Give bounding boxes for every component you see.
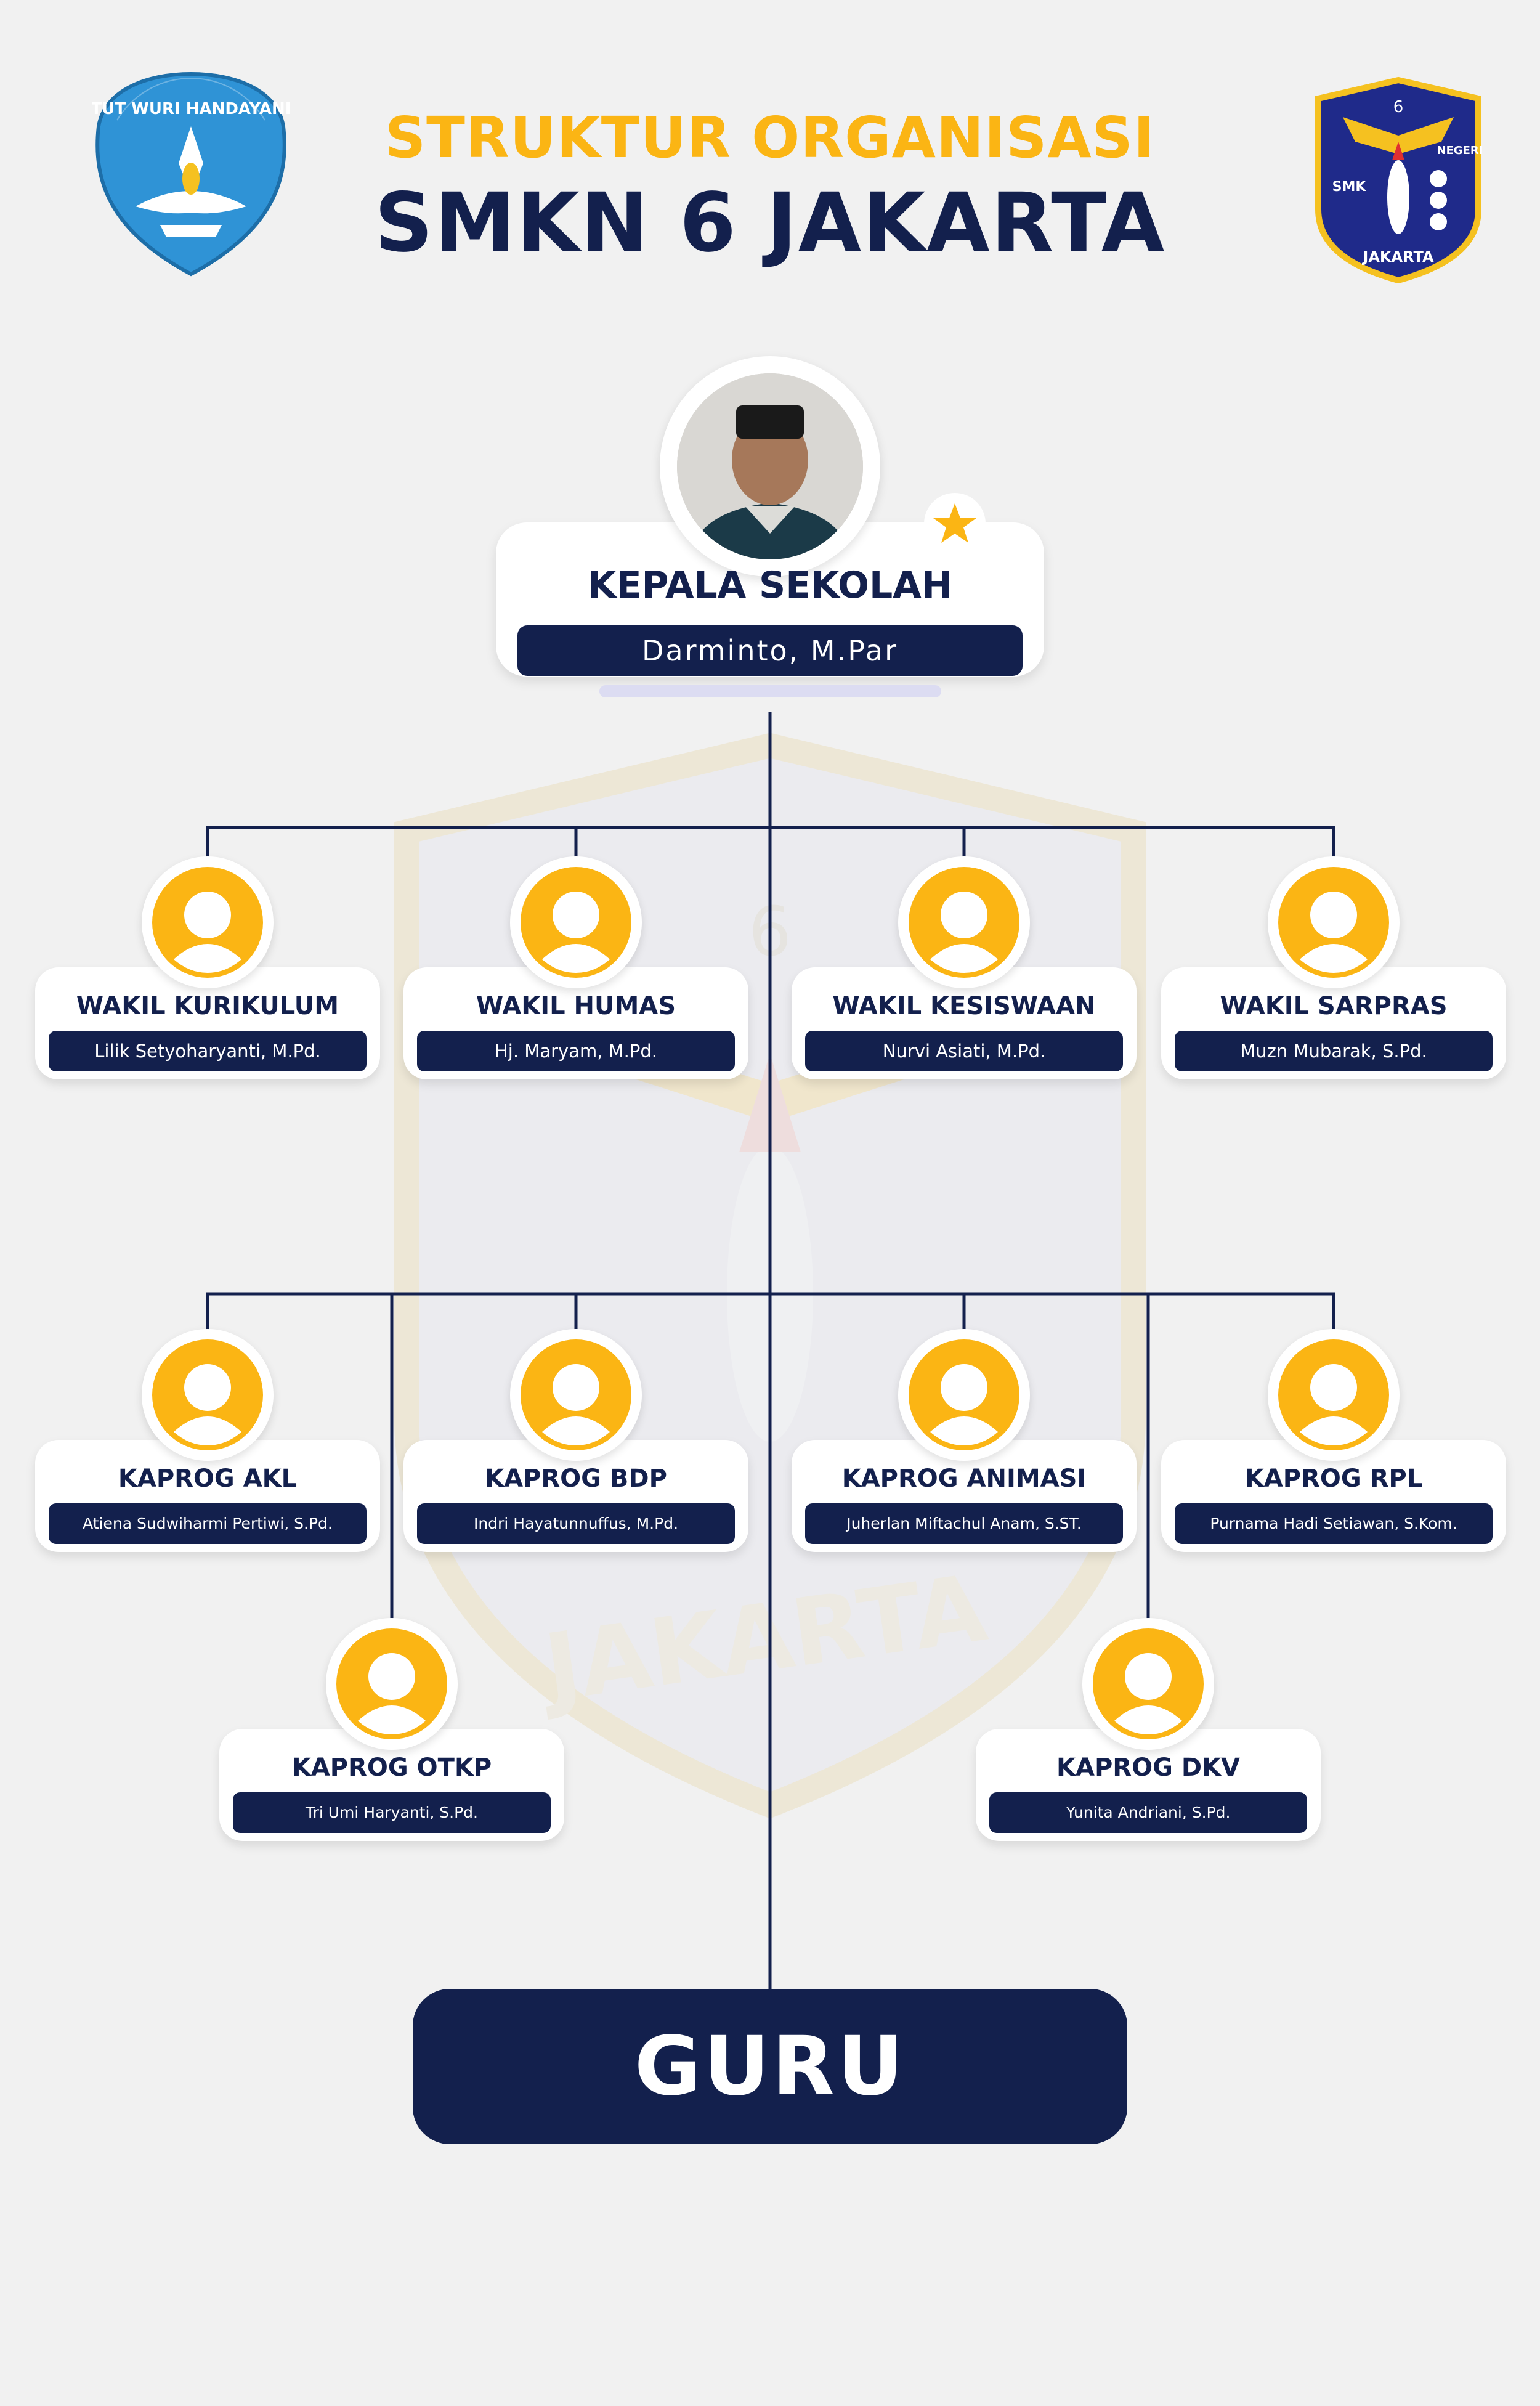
- node-wakil-kesiswaan: WAKIL KESISWAAN Nurvi Asiati, M.Pd.: [792, 856, 1137, 1097]
- node-wakil-kurikulum: WAKIL KURIKULUM Lilik Setyoharyanti, M.P…: [35, 856, 380, 1097]
- node-name: Lilik Setyoharyanti, M.Pd.: [49, 1031, 367, 1071]
- node-name: Atiena Sudwiharmi Pertiwi, S.Pd.: [49, 1503, 367, 1544]
- person-avatar-icon: [510, 856, 642, 988]
- node-wakil-humas: WAKIL HUMAS Hj. Maryam, M.Pd.: [403, 856, 748, 1097]
- node-role: WAKIL SARPRAS: [1220, 992, 1448, 1020]
- node-role: KAPROG OTKP: [291, 1754, 492, 1782]
- logo-caption: TUT WURI HANDAYANI: [92, 100, 290, 118]
- node-name: Indri Hayatunnuffus, M.Pd.: [417, 1503, 735, 1544]
- node-role: KAPROG ANIMASI: [841, 1465, 1087, 1493]
- node-kaprog-bdp: KAPROG BDP Indri Hayatunnuffus, M.Pd.: [403, 1329, 748, 1569]
- person-avatar-icon: [898, 856, 1030, 988]
- node-kaprog-otkp: KAPROG OTKP Tri Umi Haryanti, S.Pd.: [219, 1618, 564, 1858]
- node-name: Purnama Hadi Setiawan, S.Kom.: [1175, 1503, 1493, 1544]
- logo-jakarta-text: JAKARTA: [1361, 248, 1434, 266]
- principal-role: KEPALA SEKOLAH: [588, 564, 952, 607]
- logo-number: 6: [1393, 98, 1404, 116]
- star-icon: [924, 493, 986, 555]
- person-avatar-icon: [1268, 1329, 1400, 1461]
- tut-wuri-handayani-logo: TUT WURI HANDAYANI: [92, 71, 290, 277]
- person-avatar-icon: [1082, 1618, 1214, 1750]
- node-name: Nurvi Asiati, M.Pd.: [805, 1031, 1123, 1071]
- chart-subtitle: STRUKTUR ORGANISASI: [384, 105, 1156, 171]
- logo-negeri-text: NEGERI: [1437, 144, 1483, 157]
- node-wakil-sarpras: WAKIL SARPRAS Muzn Mubarak, S.Pd.: [1161, 856, 1506, 1097]
- node-role: KAPROG AKL: [118, 1465, 298, 1493]
- person-avatar-icon: [1268, 856, 1400, 988]
- node-role: KAPROG RPL: [1244, 1465, 1423, 1493]
- node-role: WAKIL KURIKULUM: [76, 992, 339, 1020]
- node-role: WAKIL KESISWAAN: [832, 992, 1096, 1020]
- guru-node: GURU: [413, 1989, 1127, 2144]
- person-avatar-icon: [326, 1618, 458, 1750]
- node-role: KAPROG BDP: [485, 1465, 667, 1493]
- node-kaprog-akl: KAPROG AKL Atiena Sudwiharmi Pertiwi, S.…: [35, 1329, 380, 1569]
- node-role: WAKIL HUMAS: [476, 992, 676, 1020]
- principal-card-accent: [599, 685, 941, 697]
- logo-smk-text: SMK: [1332, 179, 1367, 195]
- person-avatar-icon: [510, 1329, 642, 1461]
- node-name: Muzn Mubarak, S.Pd.: [1175, 1031, 1493, 1071]
- person-avatar-icon: [898, 1329, 1030, 1461]
- person-avatar-icon: [142, 1329, 274, 1461]
- node-kaprog-animasi: KAPROG ANIMASI Juherlan Miftachul Anam, …: [792, 1329, 1137, 1569]
- node-name: Hj. Maryam, M.Pd.: [417, 1031, 735, 1071]
- node-name: Tri Umi Haryanti, S.Pd.: [233, 1792, 551, 1833]
- principal-portrait: [677, 373, 863, 559]
- node-name: Yunita Andriani, S.Pd.: [989, 1792, 1307, 1833]
- principal-photo: [660, 356, 880, 577]
- node-kaprog-dkv: KAPROG DKV Yunita Andriani, S.Pd.: [976, 1618, 1321, 1858]
- chart-title: SMKN 6 JAKARTA: [374, 176, 1166, 270]
- person-avatar-icon: [142, 856, 274, 988]
- principal-name: Darminto, M.Par: [517, 625, 1023, 676]
- node-kaprog-rpl: KAPROG RPL Purnama Hadi Setiawan, S.Kom.: [1161, 1329, 1506, 1569]
- node-name: Juherlan Miftachul Anam, S.ST.: [805, 1503, 1123, 1544]
- smk-6-jakarta-logo: 6 SMK NEGERI JAKARTA: [1315, 76, 1483, 283]
- node-role: KAPROG DKV: [1056, 1754, 1240, 1782]
